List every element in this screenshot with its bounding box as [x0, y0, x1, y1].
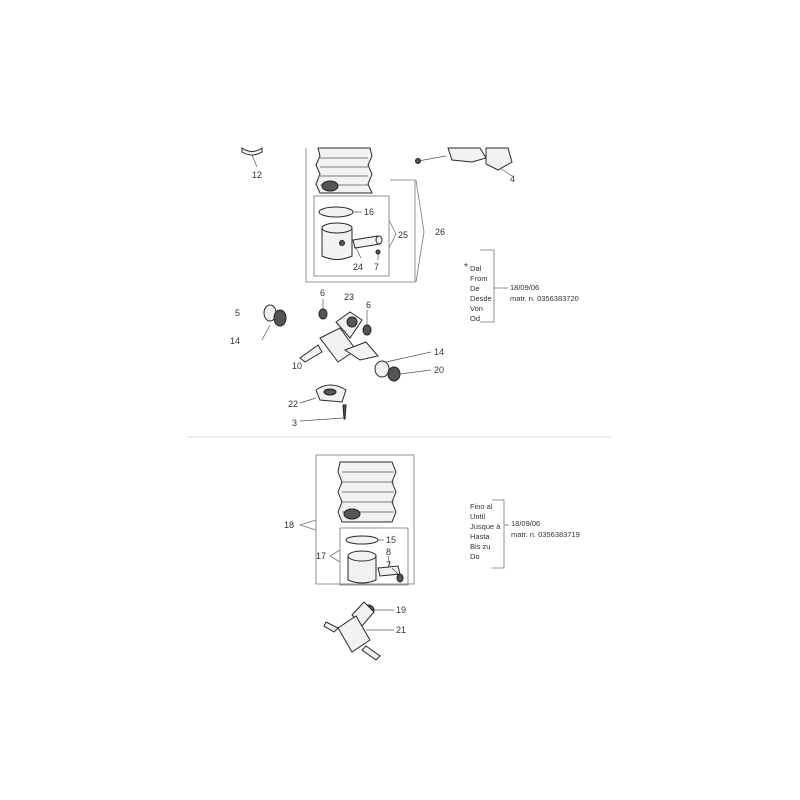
callout-8: 8: [386, 547, 391, 557]
note-lower-line-2: Until: [470, 512, 485, 521]
callout-14-left: 14: [230, 336, 240, 346]
bracket-25: [388, 219, 397, 249]
piston-ring-lower: [345, 535, 384, 545]
cylinder-frame-lower: [315, 454, 415, 585]
part-12-fragment: [241, 147, 263, 168]
note-lower-line-4: Hasta: [470, 532, 490, 541]
bearing-left-upper: [261, 304, 287, 341]
note-upper-marker: *: [464, 262, 468, 273]
callout-20: 20: [434, 365, 444, 375]
part-4-fragment: [415, 147, 513, 177]
washer-6-left: [318, 299, 328, 320]
note-upper-line-2: From: [470, 274, 488, 283]
note-lower-line-5: Bis zu: [470, 542, 490, 551]
note-upper-line-5: Von: [470, 304, 483, 313]
bracket-26: [415, 179, 425, 283]
callout-4: 4: [510, 174, 515, 184]
callout-6-left: 6: [320, 288, 325, 298]
callout-25: 25: [398, 230, 408, 240]
note-upper-line-3: De: [470, 284, 480, 293]
piston-kit-frame-lower: [339, 527, 409, 586]
note-lower-bracket: [492, 499, 505, 569]
callout-23: 23: [344, 292, 354, 302]
piston-lower: [347, 550, 377, 584]
note-upper-line-4: Desde: [470, 294, 492, 303]
circlip-7: [375, 249, 381, 260]
callout-7-lower: 7: [386, 560, 391, 570]
piston-ring: [318, 206, 362, 218]
cylinder-lower: [337, 461, 397, 523]
callout-6-right: 6: [366, 300, 371, 310]
callout-16: 16: [364, 207, 374, 217]
callout-26: 26: [435, 227, 445, 237]
callout-21: 21: [396, 625, 406, 635]
callout-15: 15: [386, 535, 396, 545]
screw-3: [299, 404, 347, 422]
callout-10: 10: [292, 361, 302, 371]
note-lower-date: 18/09/06: [511, 519, 540, 528]
callout-24: 24: [353, 262, 363, 272]
bracket-18: [298, 519, 317, 531]
callout-5: 5: [235, 308, 240, 318]
callout-12: 12: [252, 170, 262, 180]
callout-17: 17: [316, 551, 326, 561]
crankshaft-lower: [323, 601, 394, 661]
crankshaft-upper: [299, 311, 379, 363]
washer-6-right: [362, 310, 372, 336]
piston: [321, 222, 353, 260]
callout-19: 19: [396, 605, 406, 615]
bearing-right-upper: [374, 351, 432, 382]
bearing-cover-22: [299, 384, 347, 404]
cylinder-upper: [315, 147, 373, 194]
callout-3: 3: [292, 418, 297, 428]
cylinder-frame-upper: [305, 148, 416, 283]
note-upper-line-6: Od: [470, 314, 480, 323]
bracket-17: [329, 549, 341, 563]
piston-pin-lower: [377, 555, 404, 583]
note-lower-line-6: Do: [470, 552, 480, 561]
note-lower-line-1: Fino al: [470, 502, 493, 511]
note-lower-serial: matr. n. 0356383719: [511, 530, 580, 539]
note-upper-bracket: [480, 249, 495, 323]
note-upper-serial: matr. n. 0356383720: [510, 294, 579, 303]
callout-22: 22: [288, 399, 298, 409]
note-upper-line-1: Dal: [470, 264, 482, 273]
piston-kit-frame: [313, 195, 390, 277]
callout-7-upper: 7: [374, 262, 379, 272]
piston-pin: [352, 235, 383, 259]
callout-18: 18: [284, 520, 294, 530]
callout-14-right: 14: [434, 347, 444, 357]
note-upper-date: 18/09/06: [510, 283, 539, 292]
note-lower-line-3: Jusque à: [470, 522, 501, 531]
